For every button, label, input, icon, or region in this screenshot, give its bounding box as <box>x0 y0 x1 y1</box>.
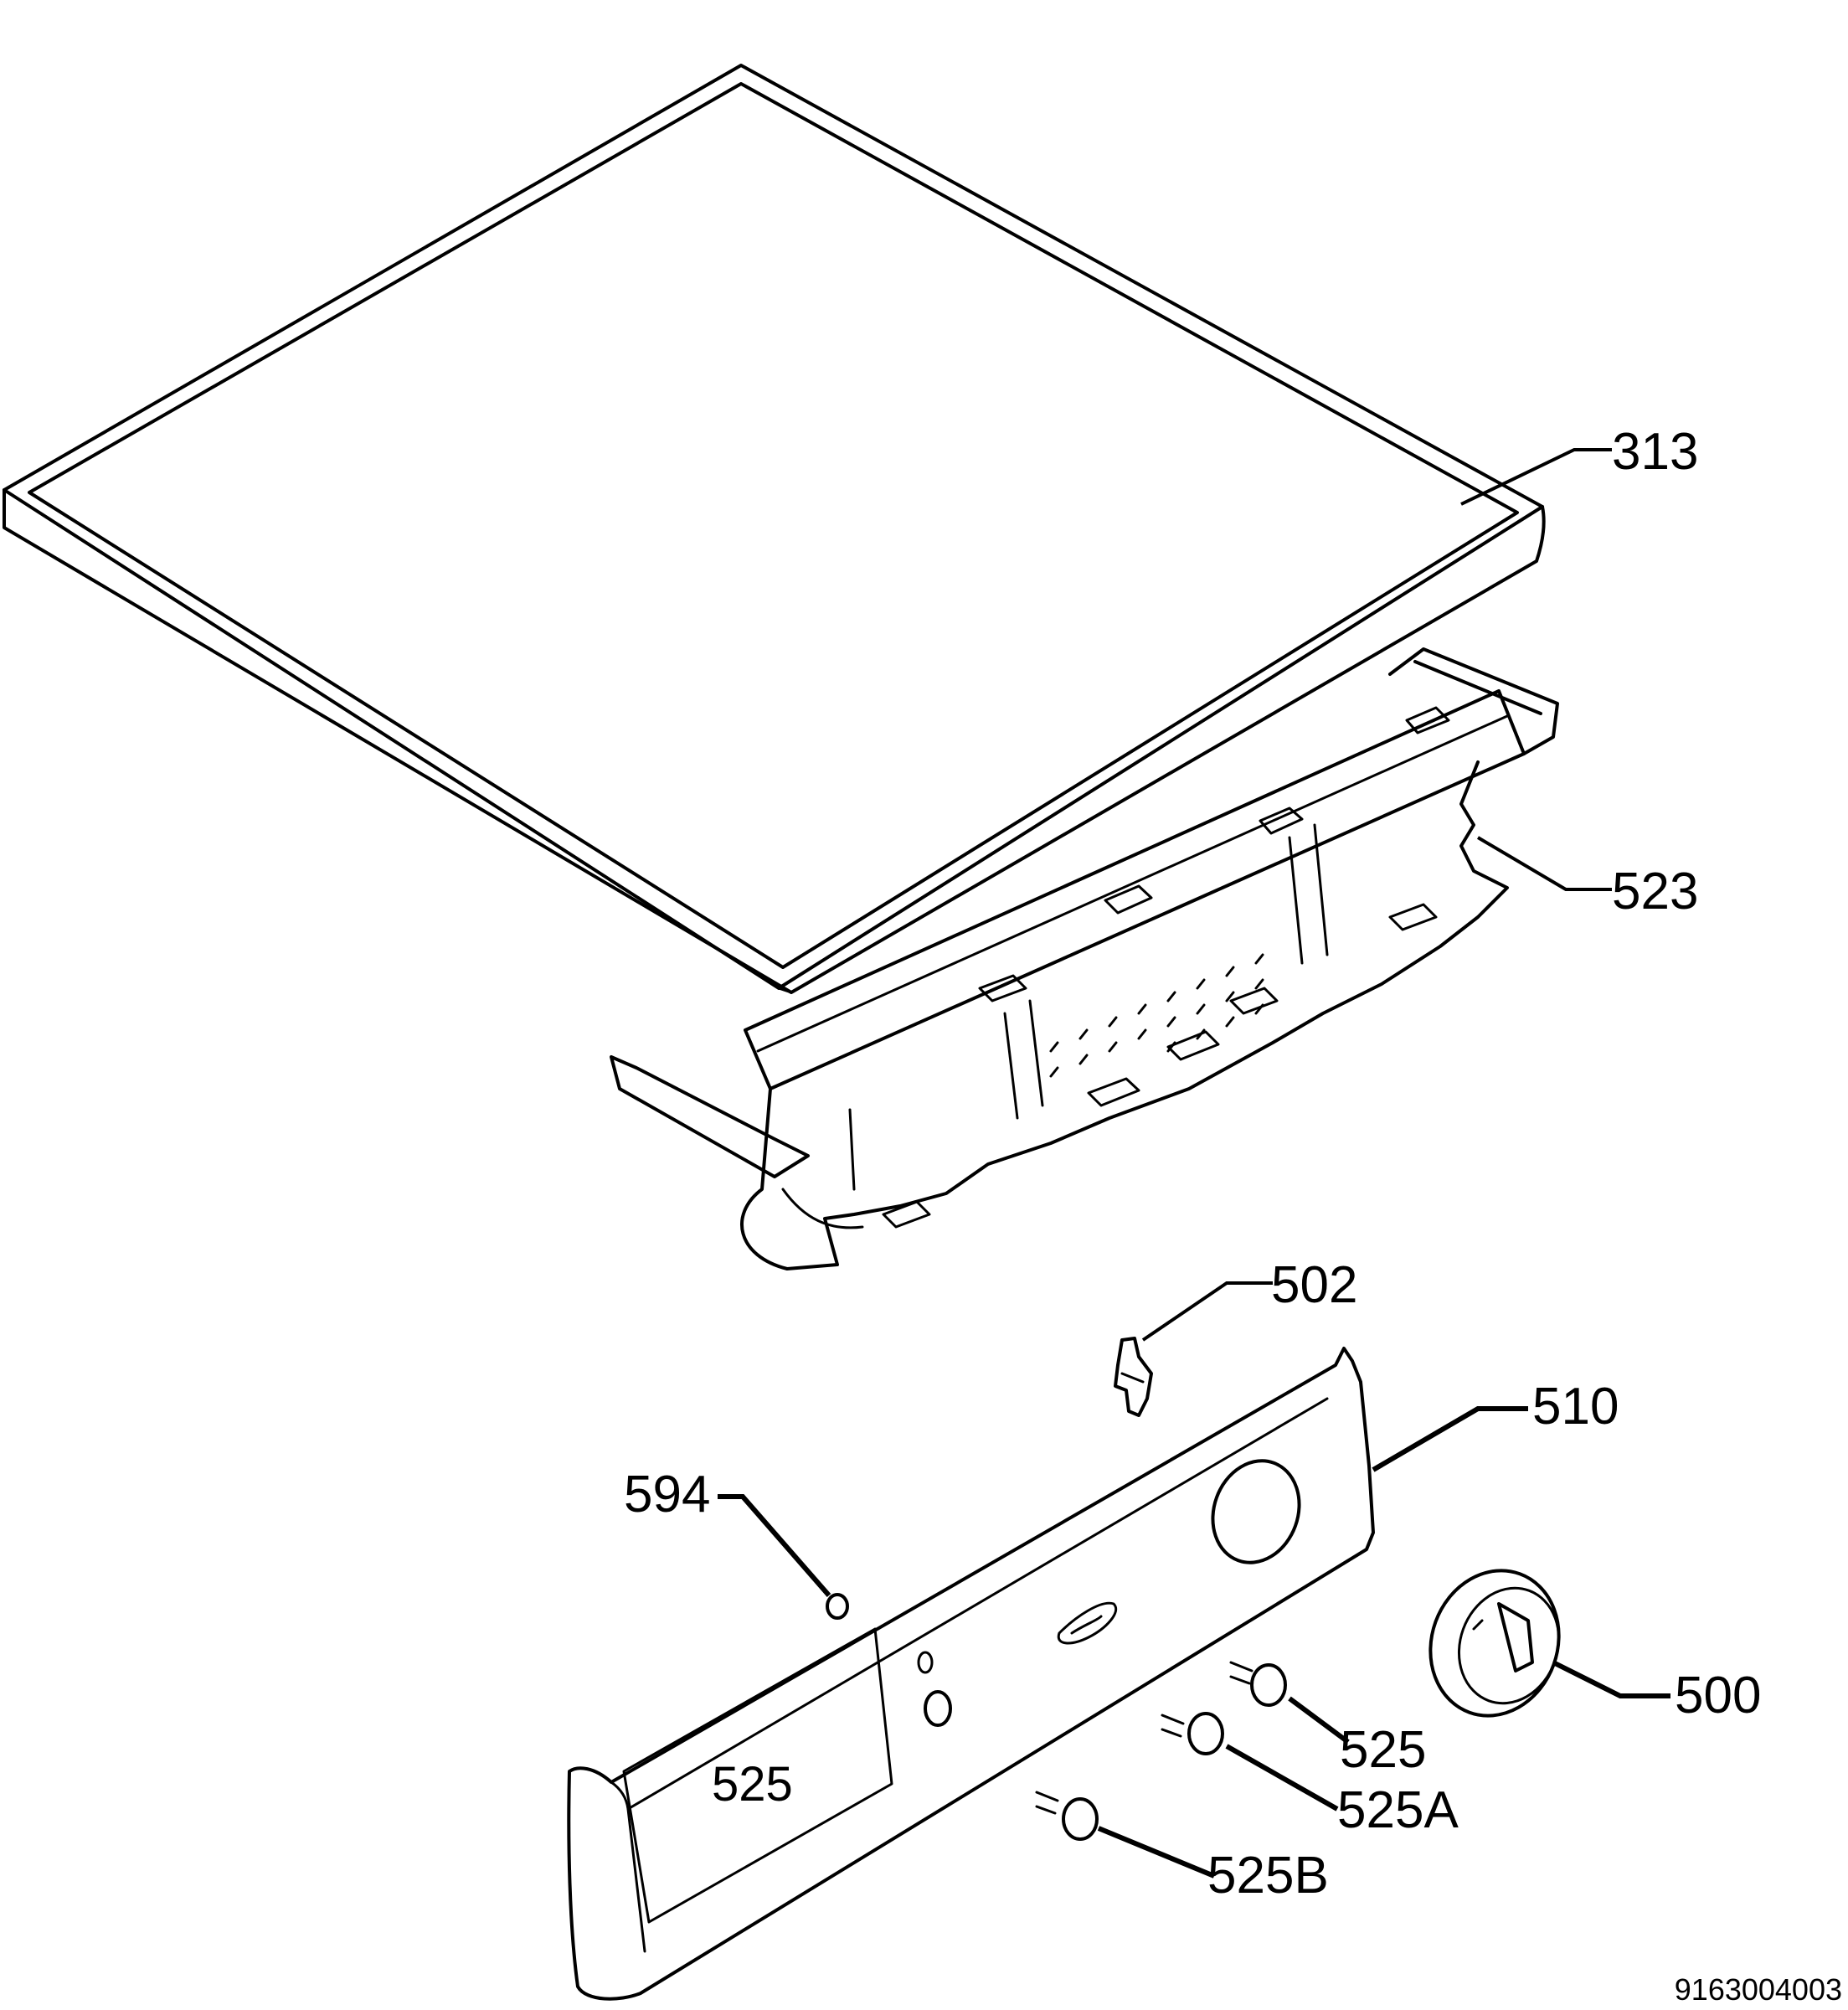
callout-525: 525 <box>1340 1721 1426 1779</box>
callout-500: 500 <box>1675 1667 1761 1724</box>
leader-523 <box>1476 836 1612 891</box>
leader-500 <box>1552 1660 1670 1698</box>
knob-500 <box>1428 1569 1561 1718</box>
button-525B <box>1035 1791 1099 1841</box>
document-id: 9163004003 <box>1675 1972 1842 2007</box>
leader-502 <box>1141 1281 1273 1342</box>
button-525 <box>1229 1661 1287 1707</box>
callout-510: 510 <box>1532 1378 1619 1435</box>
callout-525A: 525A <box>1337 1781 1459 1839</box>
leader-525A <box>1225 1744 1339 1812</box>
button-525A <box>1161 1712 1224 1755</box>
lid-313 <box>3 64 1546 994</box>
leader-313 <box>1460 448 1612 506</box>
leader-525 <box>1288 1696 1350 1745</box>
callout-313: 313 <box>1612 423 1698 481</box>
fascia-510 <box>567 1347 1375 2001</box>
leader-525B <box>1097 1826 1216 1879</box>
callout-525B: 525B <box>1207 1847 1329 1904</box>
leader-594 <box>718 1494 831 1597</box>
frame-523 <box>610 647 1559 1270</box>
vent-holes <box>1049 953 1264 1078</box>
callout-525-inline: 525 <box>712 1757 793 1812</box>
leader-510 <box>1372 1406 1528 1472</box>
pin-594 <box>826 1593 849 1620</box>
callout-523: 523 <box>1612 863 1698 920</box>
callout-594: 594 <box>624 1466 710 1523</box>
clip-502 <box>1114 1337 1153 1417</box>
callout-502: 502 <box>1271 1256 1357 1314</box>
